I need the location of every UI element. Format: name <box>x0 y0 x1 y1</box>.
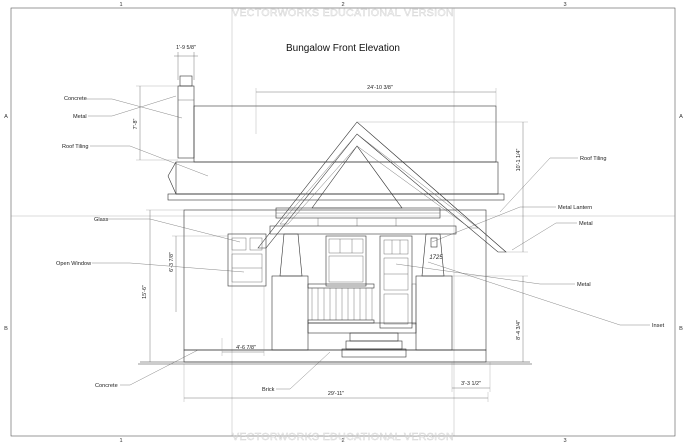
watermark-bottom: VECTORWORKS EDUCATIONAL VERSION <box>232 431 454 443</box>
label-metal-right-mid: Metal <box>577 282 591 288</box>
roof-tiling-band <box>175 161 499 195</box>
sheet-border <box>10 7 676 437</box>
label-metal-lantern: Metal Lantern <box>558 205 592 211</box>
drawing-title: Bungalow Front Elevation <box>286 43 400 54</box>
step-2 <box>345 340 403 350</box>
dim-window-offset: 4'-6 7/8" <box>236 345 256 351</box>
gable-roof <box>257 121 507 253</box>
front-door <box>379 235 413 329</box>
porch-railing-left <box>307 283 375 324</box>
dim-chimney-height: 7'-8" <box>133 119 139 130</box>
window-center <box>325 235 367 287</box>
main-roof <box>193 105 497 163</box>
step-3 <box>341 348 407 358</box>
window-left <box>227 233 267 287</box>
label-concrete-bottom: Concrete <box>95 383 118 389</box>
label-brick: Brick <box>262 387 275 393</box>
porch-railing-right <box>412 284 416 288</box>
leader-lines <box>86 95 650 390</box>
label-metal-right-top: Metal <box>579 221 593 227</box>
dim-roof-width: 24'-10 3/8" <box>367 85 393 91</box>
dimension-lines: 1'-9 5/8" 7'-8" 24'-10 3/8" 10'-1 1/4" 6… <box>133 45 528 402</box>
grid-row-b-left: B <box>4 326 8 332</box>
label-open-window: Open Window <box>56 261 92 267</box>
dim-window-height: 6'-3 7/8" <box>169 252 175 272</box>
grid-row-a-left: A <box>4 114 8 120</box>
metal-lantern <box>430 237 438 248</box>
dim-step-width: 3'-3 1/2" <box>461 381 481 387</box>
grid-col-3-bottom: 3 <box>563 438 566 444</box>
label-glass: Glass <box>94 217 109 223</box>
label-metal-left: Metal <box>73 114 87 120</box>
dim-wall-height: 15'-6" <box>142 285 148 299</box>
brick-pier-right <box>415 275 453 351</box>
chimney <box>177 85 195 159</box>
porch-column-left <box>279 233 303 277</box>
watermark-top: VECTORWORKS EDUCATIONAL VERSION <box>232 7 454 19</box>
brick-pier-left <box>271 275 309 351</box>
dim-total-width: 29'-11" <box>328 391 344 397</box>
dim-chimney-width: 1'-9 5/8" <box>176 45 196 51</box>
dim-porch-height: 8'-4 3/4" <box>516 320 522 340</box>
dim-gable-height: 10'-1 1/4" <box>516 149 522 172</box>
wall-siding <box>183 209 487 351</box>
label-roof-tiling-right: Roof Tiling <box>580 156 606 162</box>
grid-col-3-top: 3 <box>563 2 566 8</box>
label-concrete-top: Concrete <box>64 96 87 102</box>
grid-col-2-bottom: 2 <box>341 438 344 444</box>
step-1 <box>349 332 399 342</box>
grid-col-1-bottom: 1 <box>119 438 122 444</box>
grid-col-2-top: 2 <box>341 2 344 8</box>
label-roof-tiling-left: Roof Tiling <box>62 144 88 150</box>
grid-row-a-right: A <box>679 114 683 120</box>
label-inset: Inset <box>652 323 665 329</box>
grid-row-b-right: B <box>679 326 683 332</box>
house-number: 1725 <box>429 255 443 261</box>
gable-siding <box>311 145 403 209</box>
house: 1725 <box>138 75 532 365</box>
grid-col-1-top: 1 <box>119 2 122 8</box>
